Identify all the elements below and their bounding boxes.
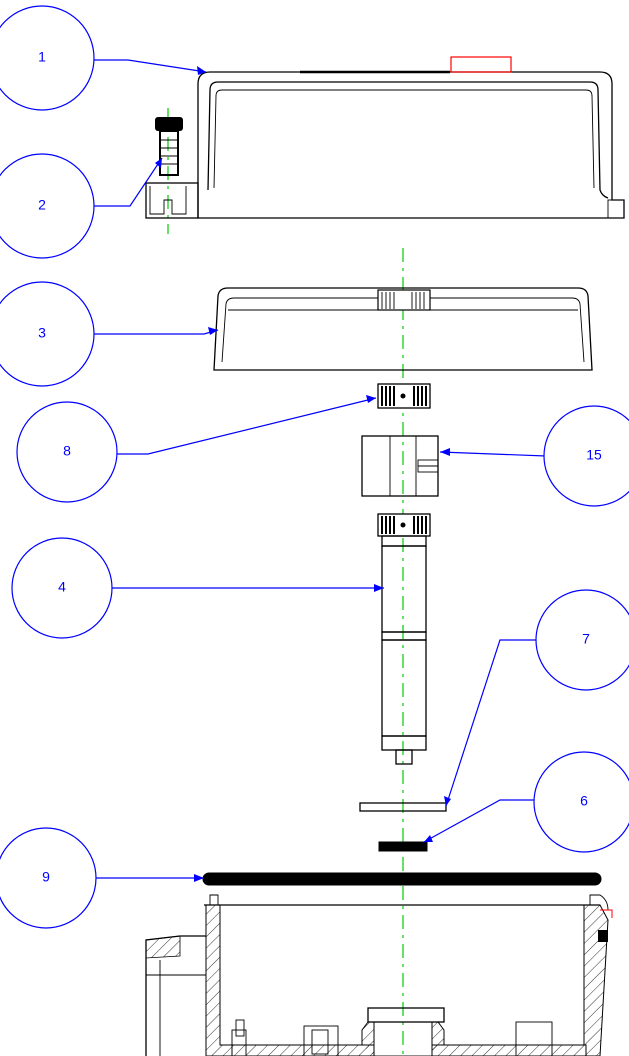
part-screw: [155, 117, 183, 176]
part-inner-lid: [213, 287, 593, 371]
part-seal-disk: [378, 841, 428, 852]
balloon-1-label: 1: [38, 49, 46, 65]
balloon-15-label: 15: [586, 447, 602, 463]
balloon-4: 4: [11, 537, 113, 639]
balloon-3: 3: [0, 281, 95, 387]
balloon-2-label: 2: [38, 197, 46, 213]
balloon-6-label: 6: [580, 793, 588, 809]
balloon-8: 8: [16, 401, 118, 503]
red-marker: [450, 56, 512, 73]
part-sensor-body: [381, 535, 427, 765]
balloon-6: 6: [533, 751, 629, 853]
balloon-2: 2: [0, 153, 95, 259]
part-gasket: [202, 872, 602, 886]
balloon-7: 7: [535, 589, 629, 691]
balloon-9-label: 9: [42, 869, 50, 885]
part-cover: [145, 56, 625, 219]
part-housing: [145, 894, 613, 1056]
balloon-4-label: 4: [58, 579, 66, 595]
balloon-8-label: 8: [63, 443, 71, 459]
balloon-7-label: 7: [582, 631, 590, 647]
balloon-15: 15: [543, 405, 629, 507]
balloon-9: 9: [0, 827, 97, 929]
balloon-3-label: 3: [38, 325, 46, 341]
part-connector-block: [361, 435, 439, 497]
leader-lines: [94, 59, 547, 882]
part-washer: [359, 802, 447, 812]
part-knurled-nut-lower: [377, 513, 431, 537]
part-knurled-nut-top: [377, 383, 431, 409]
balloon-1: 1: [0, 5, 95, 111]
